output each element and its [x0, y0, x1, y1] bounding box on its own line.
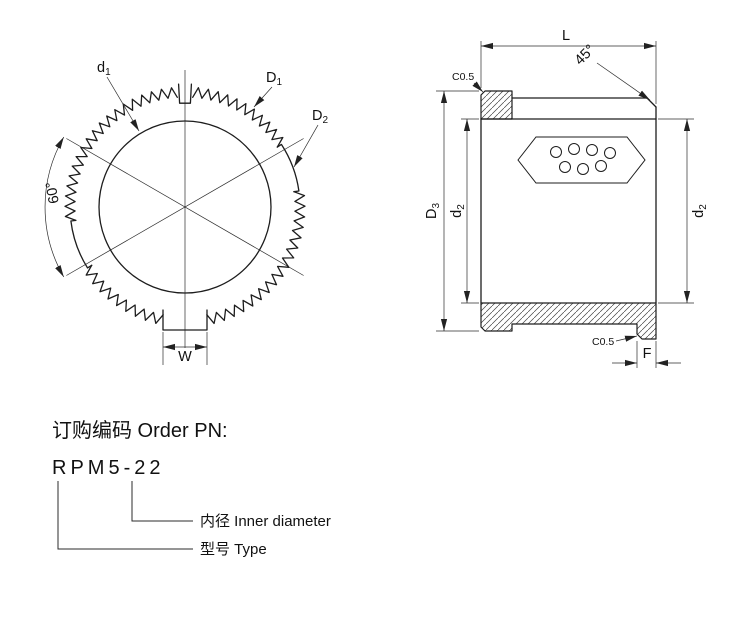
leader-chamfer-top — [472, 81, 484, 93]
bottom-wall-section — [480, 302, 657, 340]
center-lines — [66, 70, 304, 348]
label-d2-right: d2 — [691, 204, 709, 218]
f-dimension — [612, 341, 681, 368]
oil-pocket-outline — [517, 136, 646, 184]
leader-D2 — [293, 124, 319, 168]
callout-inner-diameter: 内径 Inner diameter — [200, 513, 331, 530]
label-D2: D2 — [312, 108, 328, 126]
front-view: 60° W d1 D1 D2 — [43, 60, 328, 365]
label-tab-width: W — [178, 349, 192, 365]
callout-type: 型号 Type — [200, 541, 267, 558]
knurled-teeth-ring — [64, 87, 306, 325]
flange-top-section — [480, 90, 513, 120]
label-chamfer-top: C0.5 — [452, 71, 474, 83]
body-outline — [480, 97, 657, 304]
oil-hole — [586, 144, 598, 156]
bottom-tab — [162, 309, 208, 331]
callout-line-type — [57, 481, 193, 550]
angle-dimension-arc — [44, 136, 65, 278]
label-d1: d1 — [97, 60, 111, 78]
leader-45deg — [596, 62, 651, 101]
smooth-arc-right — [276, 143, 300, 193]
label-D1: D1 — [266, 70, 282, 88]
oil-hole — [568, 143, 580, 155]
order-block: 订购编码 Order PN: RPM5-22 内径 Inner diameter… — [52, 419, 331, 558]
oil-hole — [559, 161, 571, 173]
smooth-arc-left — [70, 219, 93, 269]
oil-hole — [604, 147, 616, 159]
oil-hole — [577, 163, 589, 175]
oil-hole — [550, 146, 562, 158]
part-number: RPM5-22 — [52, 457, 164, 479]
section-view: L 45° C0.5 D3 d2 d2 C0.5 — [424, 28, 709, 368]
label-d2-left: d2 — [449, 204, 467, 218]
label-D3: D3 — [424, 203, 442, 219]
oil-hole — [595, 160, 607, 172]
order-heading: 订购编码 Order PN: — [52, 419, 228, 442]
label-chamfer-bottom: C0.5 — [592, 336, 614, 348]
leader-chamfer-bottom — [615, 335, 638, 342]
d2-left-dimension — [461, 118, 479, 304]
label-length: L — [562, 28, 570, 44]
leader-D1 — [253, 86, 273, 108]
label-F: F — [643, 346, 652, 362]
l-dimension — [480, 41, 657, 104]
d3-dimension — [436, 90, 479, 332]
callout-line-inner-diameter — [131, 481, 193, 522]
d2-right-dimension — [658, 118, 694, 304]
label-angle-60: 60° — [43, 181, 63, 205]
oil-pockets — [517, 136, 646, 184]
top-notch — [177, 83, 193, 104]
w-dimension — [162, 332, 208, 365]
leader-d1 — [106, 76, 140, 132]
bore-circle — [98, 120, 272, 294]
